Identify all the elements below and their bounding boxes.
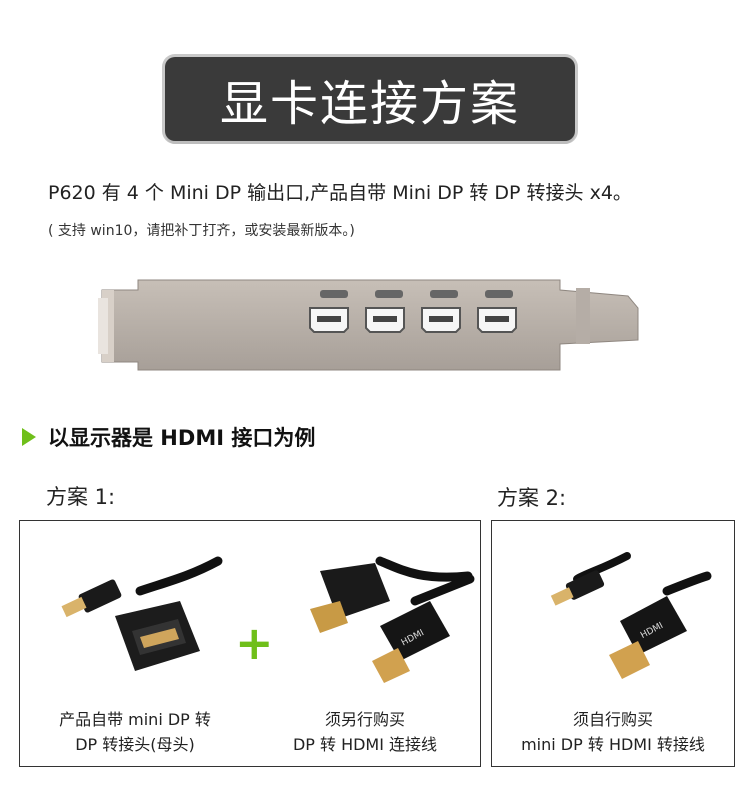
intro-text: P620 有 4 个 Mini DP 输出口,产品自带 Mini DP 转 DP…: [48, 182, 632, 204]
plan-2-illustration: HDMI: [550, 552, 712, 679]
page-title: 显卡连接方案: [219, 76, 520, 132]
plan-1-item-2-caption: 须另行购买 DP 转 HDMI 连接线: [292, 710, 438, 754]
plan-1-item-1-caption: 产品自带 mini DP 转 DP 转接头(母头): [59, 710, 211, 754]
support-note: ( 支持 win10，请把补丁打齐，或安装最新版本。): [48, 223, 355, 239]
plan-2-item-1-caption: 须自行购买 mini DP 转 HDMI 转接线: [521, 710, 705, 754]
plan-1-illustration: + HDMI: [61, 556, 475, 683]
plan-2-box: HDMI 须自行购买 mini DP 转 HDMI 转接线: [491, 520, 735, 767]
plan-1-box: + HDMI 产品自带 mini DP 转 DP 转接头(母头) 须另行购买 D…: [19, 520, 481, 767]
mini-dp-to-dp-adapter-icon: [61, 556, 223, 671]
plan-1-label: 方案 1:: [46, 485, 116, 509]
plus-icon: +: [235, 616, 274, 670]
graphics-card-bracket-image: [98, 279, 639, 371]
dp-to-hdmi-cable-icon: HDMI: [310, 556, 475, 683]
title-banner: 显卡连接方案: [165, 57, 575, 141]
mini-dp-to-hdmi-cable-icon: HDMI: [550, 552, 712, 679]
arrow-icon: [22, 428, 36, 446]
section-header: 以显示器是 HDMI 接口为例: [22, 422, 315, 452]
plan-2-label: 方案 2:: [497, 486, 567, 510]
